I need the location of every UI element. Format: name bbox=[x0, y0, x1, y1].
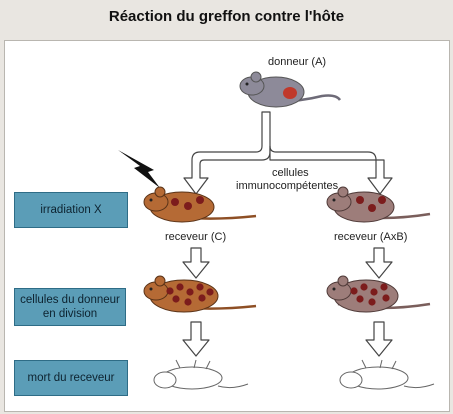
cells-label-line2: immunocompétentes bbox=[236, 180, 339, 192]
transfer-arrows bbox=[183, 111, 393, 195]
down-arrow-left-2 bbox=[182, 321, 210, 357]
down-arrows-row2 bbox=[182, 321, 393, 357]
right-mouse-division bbox=[326, 275, 431, 313]
irradiation-bolt-icon bbox=[118, 150, 160, 188]
side-box-division: cellules du donneur en division bbox=[14, 288, 126, 326]
left-mouse-division bbox=[143, 275, 257, 313]
down-arrow-left-1 bbox=[182, 247, 210, 279]
down-arrow-right-1 bbox=[365, 247, 393, 279]
donor-label: donneur (A) bbox=[268, 56, 326, 68]
receiver-left-label: receveur (C) bbox=[165, 231, 226, 243]
receiver-right-mouse bbox=[326, 186, 431, 223]
side-box-irradiation: irradiation X bbox=[14, 192, 128, 228]
down-arrows-row1 bbox=[182, 247, 393, 279]
transfer-arrow-right bbox=[269, 145, 393, 195]
receiver-right-label: receveur (AxB) bbox=[334, 231, 407, 243]
transfer-arrow-left bbox=[183, 111, 271, 195]
down-arrow-right-2 bbox=[365, 321, 393, 357]
donor-mouse bbox=[239, 71, 342, 108]
dead-mouse-right bbox=[339, 359, 435, 390]
receiver-left-mouse bbox=[143, 186, 257, 223]
cells-label-line1: cellules bbox=[272, 167, 309, 179]
diagram-title: Réaction du greffon contre l'hôte bbox=[108, 8, 345, 25]
dead-mouse-left bbox=[153, 359, 249, 390]
side-box-death: mort du receveur bbox=[14, 360, 128, 396]
